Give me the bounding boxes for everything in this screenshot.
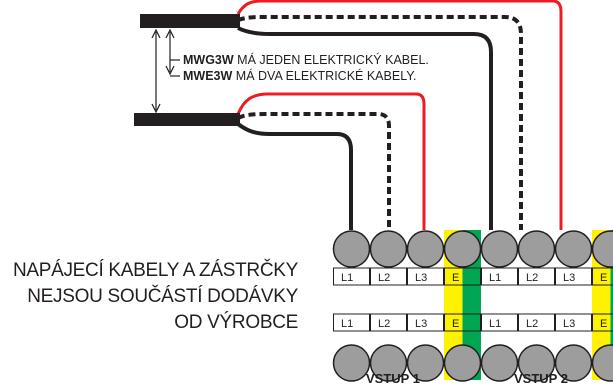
supply-note-line-1: NAPÁJECÍ KABELY A ZÁSTRČKY [12,260,298,281]
terminal-screw-bottom [406,344,445,382]
terminal-screw-top [591,230,613,268]
upper-cable-red-wire [236,0,563,236]
lower-cable-jacket [134,113,240,126]
terminal-label-l1: L1 [489,272,501,284]
terminal-screw-bottom [443,344,482,382]
terminal-label-cell [333,313,370,332]
supply-note-line-3: OD VÝROBCE [174,312,298,333]
supply-note: NAPÁJECÍ KABELY A ZÁSTRČKY NEJSOU SOUČÁS… [0,258,298,336]
upper-cable [140,0,563,236]
terminal-label-cell [370,267,407,286]
terminal-screw-top [480,230,519,268]
lower-cable-red-wire [236,92,426,236]
terminal-screw-bottom [369,344,408,382]
terminal-screw-bottom [517,344,556,382]
terminal-label-l1: L1 [341,272,353,284]
terminal-label-cell [555,267,592,286]
terminal-screw-top [406,230,445,268]
terminal-label-cell [444,313,481,332]
terminal-screw-bottom [591,344,613,382]
terminal-label-cell [518,313,555,332]
terminal-label-e: E [452,272,459,284]
upper-cable-jacket [140,14,240,28]
terminal-label-l1: L1 [489,318,501,330]
terminal-label-l3: L3 [415,272,427,284]
terminal-label-cell [444,267,481,286]
terminal-label-e: E [452,318,459,330]
terminal-label-cell [481,267,518,286]
lower-cable [134,92,426,236]
terminal-label-e: E [600,318,607,330]
terminal-screw-top [332,230,371,268]
supply-note-line-2: NEJSOU SOUČÁSTÍ DODÁVKY [27,286,298,307]
legend-line-mwe3w: MWE3W MÁ DVA ELEKTRICKÉ KABELY. [183,68,416,83]
mwg3w-code: MWG3W [183,53,234,67]
terminal-screw-bottom [480,344,519,382]
terminal-label-e: E [600,272,607,284]
terminal-label-l2: L2 [526,272,538,284]
ground-stripe-green [610,230,613,380]
terminal-label-l3: L3 [415,318,427,330]
input-label-2: VSTUP 2 [514,371,568,385]
terminal-label-cell [481,313,518,332]
terminal-label-cell [407,313,444,332]
upper-cable-dashed-wire [237,15,523,236]
lower-cable-dashed-wire [237,112,391,236]
terminal-label-l2: L2 [378,318,390,330]
terminal-screw-top [554,230,593,268]
mwe3w-code: MWE3W [183,69,233,83]
upper-cable-black-wire [237,26,493,236]
terminal-label-cell [370,313,407,332]
terminal-screw-bottom [332,344,371,382]
mwe3w-description: MÁ DVA ELEKTRICKÉ KABELY. [232,68,416,83]
input-label-1: VSTUP 1 [366,371,420,385]
lower-cable-black-wire [236,122,353,236]
terminal-label-cell [592,267,613,286]
terminal-screw-top [369,230,408,268]
terminal-label-cell [518,267,555,286]
terminal-label-l3: L3 [563,318,575,330]
terminal-label-cell [333,267,370,286]
terminal-label-l2: L2 [526,318,538,330]
terminal-screw-bottom [554,344,593,382]
mwg3w-description: MÁ JEDEN ELEKTRICKÝ KABEL. [234,52,429,67]
terminal-label-cell [555,313,592,332]
dimension-arrows [151,28,180,114]
terminal-label-l3: L3 [563,272,575,284]
terminal-label-l2: L2 [378,272,390,284]
terminal-label-l1: L1 [341,318,353,330]
terminal-label-cell [407,267,444,286]
terminal-label-cell [592,313,613,332]
legend-line-mwg3w: MWG3W MÁ JEDEN ELEKTRICKÝ KABEL. [183,52,429,67]
terminal-screw-top [443,230,482,268]
terminal-screw-top [517,230,556,268]
